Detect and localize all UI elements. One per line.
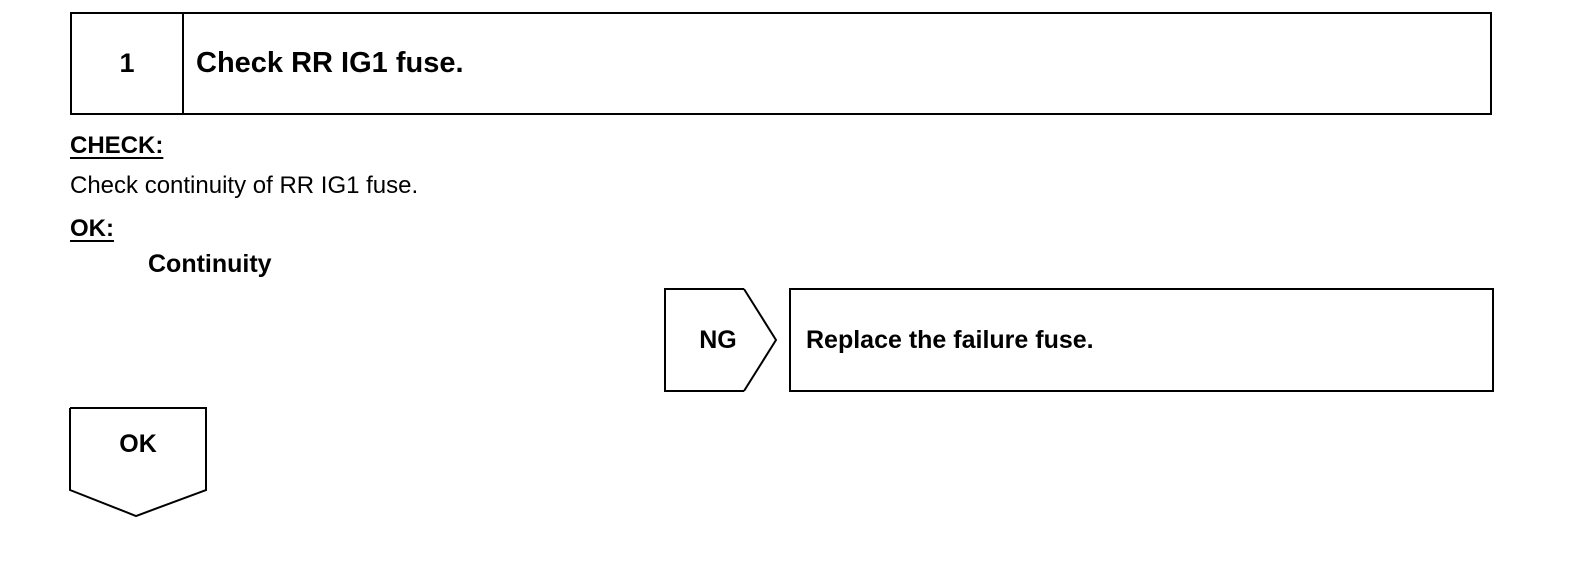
ok-label: OK: [70,215,114,242]
step-header-box: 1 Check RR IG1 fuse. [70,12,1492,115]
ok-value: Continuity [148,250,272,278]
ng-action-text: Replace the failure fuse. [806,325,1094,354]
step-number: 1 [72,14,184,113]
check-text: Check continuity of RR IG1 fuse. [70,172,419,199]
ok-arrow-label: OK [119,430,157,458]
ok-arrow-outline [69,407,207,518]
step-title: Check RR IG1 fuse. [196,47,464,79]
ng-branch: NG Replace the failure fuse. [664,288,1494,392]
ok-flow-arrow: OK [68,406,208,518]
ng-branch-outline [664,288,1494,392]
check-label: CHECK: [70,132,164,159]
ng-label: NG [699,325,737,354]
